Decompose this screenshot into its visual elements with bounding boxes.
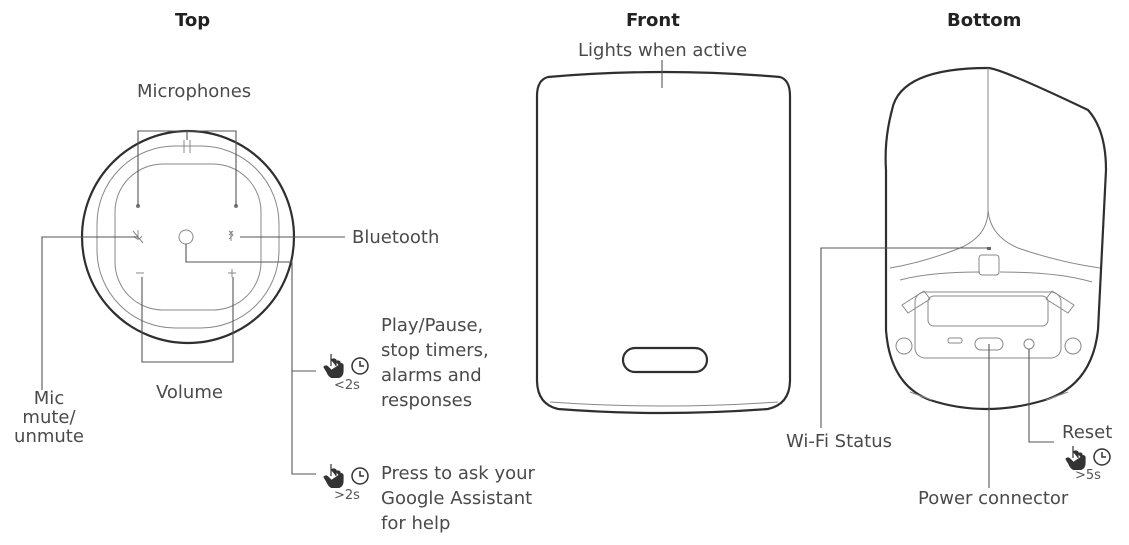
bottom-view-leaders bbox=[820, 247, 1054, 488]
label-lights-when-active: Lights when active bbox=[578, 40, 748, 61]
label-power-connector: Power connector bbox=[918, 488, 1069, 509]
assistant-duration: >2s bbox=[334, 488, 360, 503]
label-volume: Volume bbox=[156, 382, 223, 403]
label-bluetooth: Bluetooth bbox=[352, 227, 440, 248]
front-view-device bbox=[535, 60, 792, 415]
heading-front: Front bbox=[626, 10, 680, 31]
hand-press-icon bbox=[323, 464, 344, 488]
label-mic-mute: Mic mute/ unmute bbox=[14, 388, 84, 447]
reset-duration: >5s bbox=[1075, 468, 1101, 483]
label-wifi-status: Wi-Fi Status bbox=[786, 431, 893, 452]
label-assistant: Press to ask your Google Assistant for h… bbox=[381, 463, 535, 534]
clock-icon bbox=[351, 467, 369, 485]
label-reset: Reset bbox=[1062, 422, 1113, 443]
heading-top: Top bbox=[175, 10, 211, 31]
hand-press-icon bbox=[323, 354, 344, 378]
bottom-view-device bbox=[884, 66, 1108, 411]
label-microphones: Microphones bbox=[137, 81, 252, 102]
clock-icon bbox=[351, 357, 369, 375]
hand-press-icon bbox=[1065, 446, 1086, 470]
play-pause-duration: <2s bbox=[334, 378, 360, 393]
label-play-pause: Play/Pause, stop timers, alarms and resp… bbox=[381, 315, 489, 411]
clock-icon bbox=[1093, 448, 1111, 466]
heading-bottom: Bottom bbox=[947, 10, 1022, 31]
top-view-leaders bbox=[41, 130, 345, 475]
